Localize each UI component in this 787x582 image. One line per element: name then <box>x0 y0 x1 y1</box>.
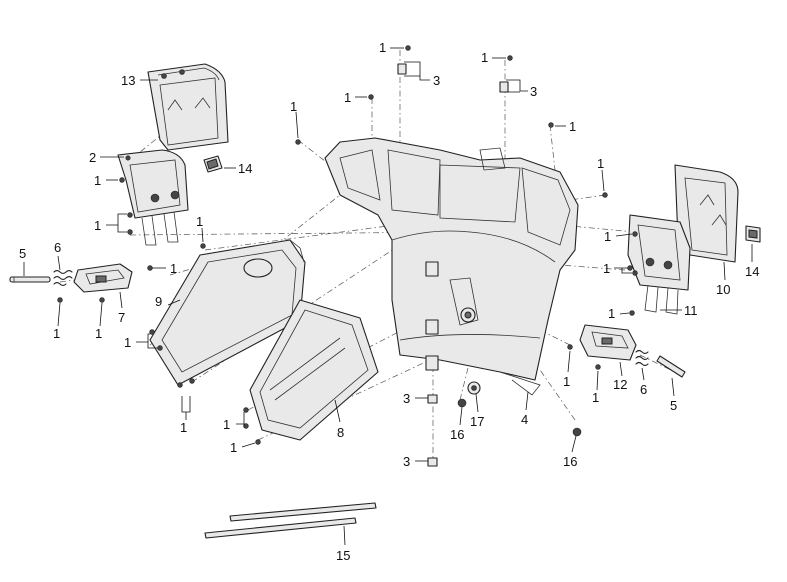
screws <box>57 45 638 445</box>
callout-5: 5 <box>670 398 677 413</box>
callout-14: 14 <box>745 264 759 279</box>
part-6-right-spring <box>635 349 649 367</box>
callout-1: 1 <box>196 214 203 229</box>
callout-1: 1 <box>223 417 230 432</box>
callout-3: 3 <box>403 391 410 406</box>
part-12-right-latch <box>579 324 637 361</box>
callout-4: 4 <box>521 412 528 427</box>
callout-1: 1 <box>95 326 102 341</box>
callout-1: 1 <box>569 119 576 134</box>
callout-14: 14 <box>238 161 252 176</box>
callout-1: 1 <box>180 420 187 435</box>
callout-10: 10 <box>716 282 730 297</box>
callout-1: 1 <box>563 374 570 389</box>
part-11-right-bracket <box>627 214 691 315</box>
callout-1: 1 <box>230 440 237 455</box>
callout-8: 8 <box>337 425 344 440</box>
part-5-left-pin <box>9 276 51 283</box>
callout-3: 3 <box>433 73 440 88</box>
callout-17: 17 <box>470 414 484 429</box>
callout-1: 1 <box>94 218 101 233</box>
part-10-right-lid <box>674 164 739 263</box>
callout-5: 5 <box>19 246 26 261</box>
callout-1: 1 <box>603 261 610 276</box>
callout-13: 13 <box>121 73 135 88</box>
part-14-right-knob <box>745 225 761 243</box>
callout-15: 15 <box>336 548 350 563</box>
callout-1: 1 <box>344 90 351 105</box>
callout-1: 1 <box>597 156 604 171</box>
callout-6: 6 <box>640 382 647 397</box>
callout-3: 3 <box>530 84 537 99</box>
part-5-right-pin <box>656 355 686 378</box>
callout-16: 16 <box>563 454 577 469</box>
callout-1: 1 <box>608 306 615 321</box>
part-15-trim-strips <box>204 502 377 539</box>
part-14-left-knob <box>203 155 223 173</box>
callout-9: 9 <box>155 294 162 309</box>
part-2-left-bracket <box>117 149 189 246</box>
part-6-left-spring <box>53 269 73 287</box>
part-4-inner-panel <box>324 137 579 396</box>
callout-1: 1 <box>604 229 611 244</box>
callout-12: 12 <box>613 377 627 392</box>
callout-1: 1 <box>481 50 488 65</box>
part-7-left-latch <box>73 263 133 293</box>
callout-1: 1 <box>53 326 60 341</box>
callout-6: 6 <box>54 240 61 255</box>
callout-2: 2 <box>89 150 96 165</box>
callout-3: 3 <box>403 454 410 469</box>
small-fasteners <box>397 63 582 467</box>
callout-16: 16 <box>450 427 464 442</box>
callout-11: 11 <box>684 303 698 318</box>
callout-1: 1 <box>94 173 101 188</box>
callout-1: 1 <box>170 261 177 276</box>
callout-1: 1 <box>379 40 386 55</box>
callout-labels: 1 1 1 1 1 1 1 1 1 1 1 1 1 1 1 1 1 1 1 1 … <box>19 40 759 563</box>
part-8-right-bin <box>249 299 379 441</box>
callout-1: 1 <box>592 390 599 405</box>
callout-1: 1 <box>124 335 131 350</box>
assembly-lines <box>59 50 676 462</box>
callout-7: 7 <box>118 310 125 325</box>
callout-1: 1 <box>290 99 297 114</box>
part-13-left-lid <box>147 63 229 151</box>
leader-lines <box>23 47 753 546</box>
